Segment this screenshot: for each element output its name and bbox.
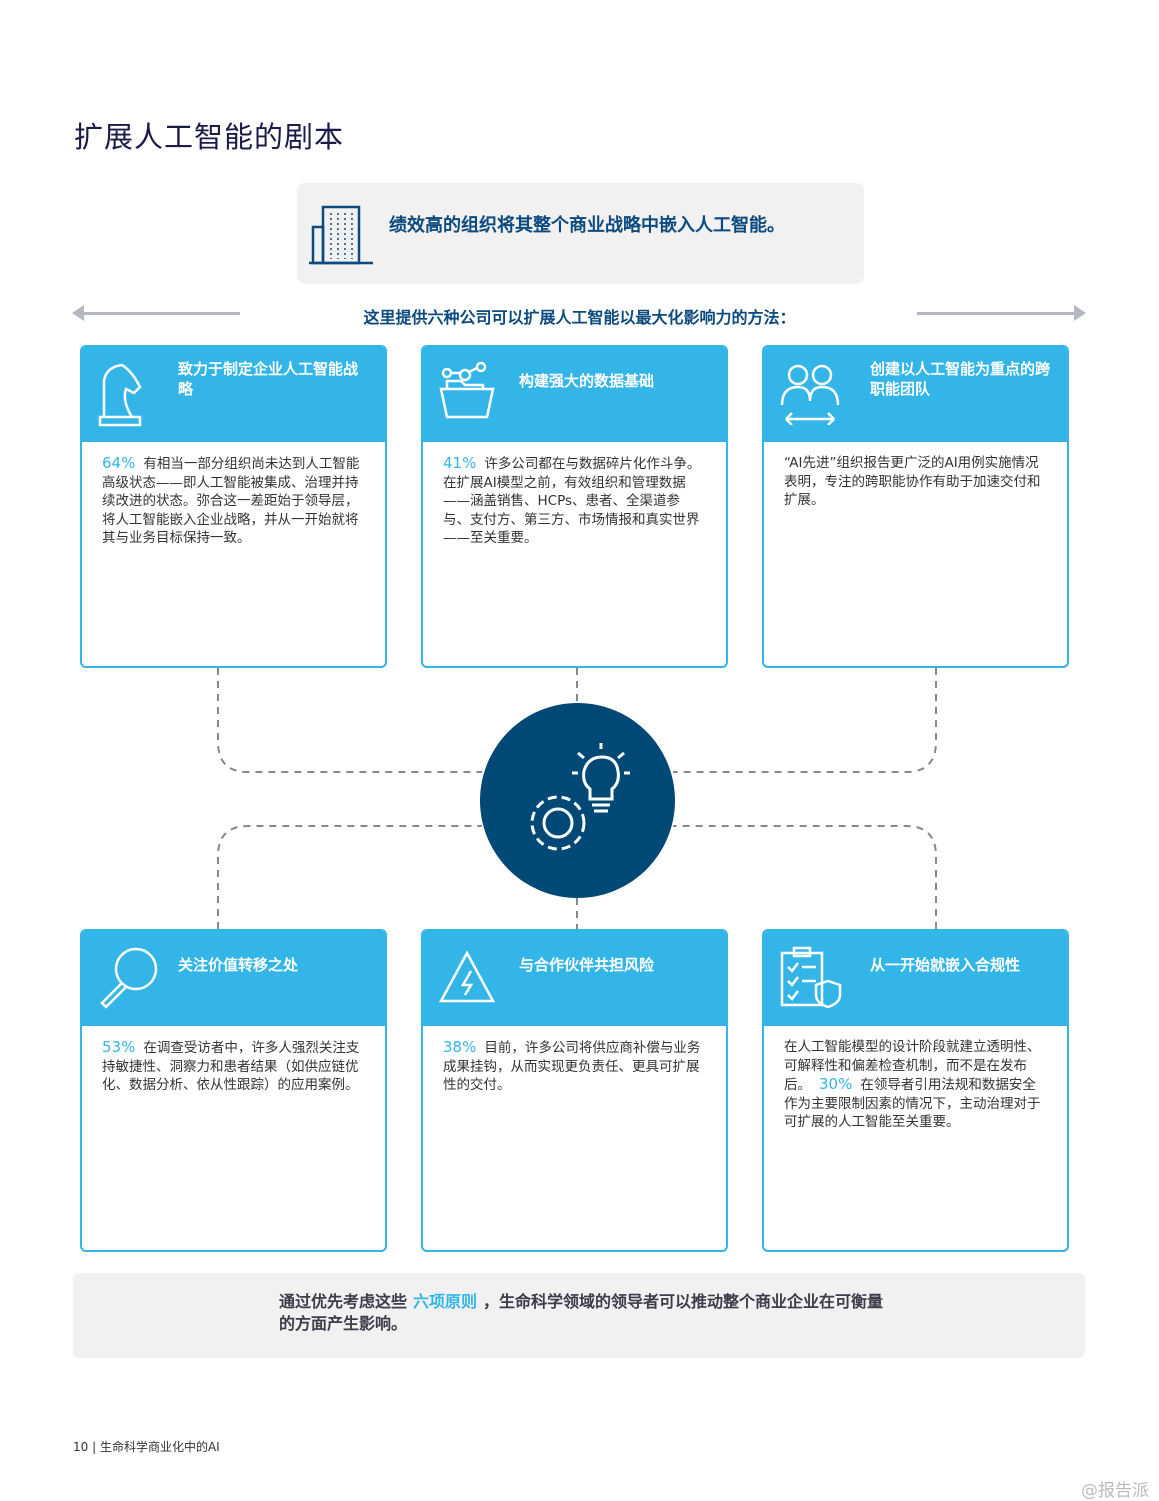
data-folder-icon [439,361,495,419]
conclusion-before: 通过优先考虑这些 [279,1292,408,1311]
conclusion-highlight: 六项原则 [413,1292,478,1311]
right-arrowhead [1074,305,1086,321]
conclusion-box: 通过优先考虑这些六项原则，生命科学领域的领导者可以推动整个商业企业在可衡量的方面… [73,1273,1085,1358]
card-title: 从一开始就嵌入合规性 [870,956,1021,974]
card-title: 关注价值转移之处 [178,956,299,974]
key-insight-banner: 绩效高的组织将其整个商业战略中嵌入人工智能。 [297,183,864,284]
page-title: 扩展人工智能的剧本 [74,120,345,154]
stat-percent: 64% [102,454,136,472]
card-value-shift: 关注价值转移之处 53%在调查受访者中，许多人强烈关注支持敏捷性、洞察力和患者结… [80,929,387,1252]
card-title: 致力于制定企业人工智能战略 [178,360,359,398]
card-ai-strategy: 致力于制定企业人工智能战略 64%有相当一部分组织尚未达到人工智能高级状态——即… [80,345,387,668]
card-title: 与合作伙伴共担风险 [519,956,655,974]
warning-icon [438,950,496,1003]
subtitle: 这里提供六种公司可以扩展人工智能以最大化影响力的方法： [363,308,796,327]
card-text: 有相当一部分组织尚未达到人工智能高级状态——即人工智能被集成、治理并持续改进的状… [102,456,360,546]
card-data-foundation: 构建强大的数据基础 41%许多公司都在与数据碎片化作斗争。在扩展AI模型之前，有… [421,345,728,668]
page-footer: 10 | 生命科学商业化中的AI [73,1440,220,1454]
watermark: @报告派 [1081,1481,1149,1501]
center-hub [480,703,675,898]
building-icon [309,205,373,265]
left-arrow [82,312,240,315]
gear-lightbulb-icon [530,743,630,851]
checklist-shield-icon [780,946,842,1009]
card-compliance: 从一开始就嵌入合规性 在人工智能模型的设计阶段就建立透明性、可解释性和偏差检查机… [762,929,1069,1252]
card-text: 在领导者引用法规和数据安全作为主要限制因素的情况下，主动治理对于可扩展的人工智能… [784,1077,1041,1130]
stat-percent: 30% [819,1075,853,1093]
conclusion-after: ，生命科学领域的领导者可以推动整个商业企业在可衡量的方面产生影响。 [279,1292,884,1333]
chess-knight-icon [98,363,142,427]
stat-percent: 38% [443,1038,477,1056]
stat-percent: 53% [102,1038,136,1056]
card-cross-functional-teams: 创建以人工智能为重点的跨职能团队 “AI先进”组织报告更广泛的AI用例实施情况表… [762,345,1069,668]
left-arrowhead [72,305,84,321]
card-title: 构建强大的数据基础 [519,372,655,390]
team-icon [780,364,840,425]
card-text-before: 在人工智能模型的设计阶段就建立透明性、可解释性和偏差检查机制，而不是在发布后。 [784,1039,1041,1093]
banner-text: 绩效高的组织将其整个商业战略中嵌入人工智能。 [389,215,785,236]
magnifier-icon [100,947,158,1009]
card-text: “AI先进”组织报告更广泛的AI用例实施情况表明，专注的跨职能协作有助于加速交付… [784,455,1041,508]
right-arrow [917,312,1075,315]
card-title: 创建以人工智能为重点的跨职能团队 [870,360,1051,398]
card-text: 许多公司都在与数据碎片化作斗争。在扩展AI模型之前，有效组织和管理数据——涵盖销… [443,456,701,546]
card-text: 目前，许多公司将供应商补偿与业务成果挂钩，从而实现更负责任、更具可扩展性的交付。 [443,1040,701,1093]
stat-percent: 41% [443,454,477,472]
card-text: 在调查受访者中，许多人强烈关注支持敏捷性、洞察力和患者结果（如供应链优化、数据分… [102,1040,360,1093]
card-shared-risk: 与合作伙伴共担风险 38%目前，许多公司将供应商补偿与业务成果挂钩，从而实现更负… [421,929,728,1252]
